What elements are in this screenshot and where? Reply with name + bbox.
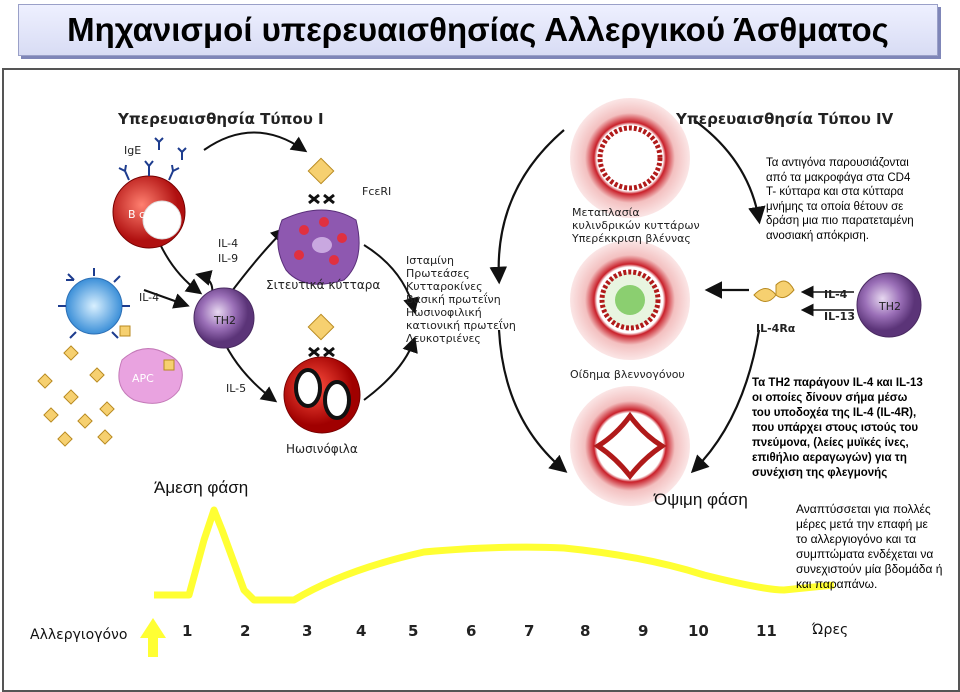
apc-label: APC	[132, 372, 154, 385]
mediators-list: Ισταμίνη Πρωτεάσες Κυτταροκίνες Βασική π…	[406, 254, 546, 345]
type1-title: Υπερευαισθησία Τύπου Ι	[118, 110, 324, 128]
allergen-arrow	[140, 618, 166, 657]
hour-tick: 8	[580, 622, 591, 640]
hour-tick: 9	[638, 622, 649, 640]
mast-cell	[277, 157, 360, 285]
hour-tick: 3	[302, 622, 313, 640]
mast-cell-label: Σιτευτικά κύτταρα	[266, 278, 381, 292]
b-cell-label: B cell	[128, 208, 158, 221]
title-banner: Μηχανισμοί υπερευαισθησίας Αλλεργικού Άσ…	[18, 4, 938, 56]
il4-label-b: IL-4	[139, 291, 160, 304]
hour-tick: 5	[408, 622, 419, 640]
type1-arrows	[143, 131, 419, 403]
hour-tick: 10	[688, 622, 709, 640]
ige-label: IgE	[124, 144, 142, 157]
note-line: το αλλεργιογόνο και τα	[796, 532, 917, 546]
il4ra-label: IL-4Rα	[756, 322, 796, 335]
eosinophil-label: Ηωσινόφιλα	[286, 442, 358, 456]
type4-title: Υπερευαισθησία Τύπου IV	[676, 110, 894, 128]
hour-tick: 7	[524, 622, 535, 640]
macrophage	[58, 268, 130, 339]
hour-tick: 4	[356, 622, 367, 640]
note-line: από τα μακροφάγα στα CD4	[766, 171, 911, 184]
mediator: Κυτταροκίνες	[406, 280, 483, 293]
edema-label: Οίδημα βλεννογόνου	[570, 368, 685, 381]
mediator: Πρωτεάσες	[406, 267, 470, 280]
hour-tick: 2	[240, 622, 251, 640]
note-th2-signaling: Τα ΤΗ2 παράγουν IL-4 και IL-13 οι οποίες…	[752, 376, 956, 481]
late-phase-label: Όψιμη φάση	[654, 490, 748, 509]
diagram-canvas	[37, 98, 922, 657]
antigen-particles	[37, 325, 175, 447]
il4-label-a: IL-4	[218, 237, 239, 250]
th2-cell-left	[193, 287, 255, 349]
type4-arrows	[489, 119, 766, 474]
note-line: T- κύτταρα και στα κύτταρα	[766, 186, 904, 199]
note-line: επιθήλιο αεραγωγών) για τη	[752, 452, 907, 464]
il9-label: IL-9	[218, 252, 239, 265]
note-line: οι οποίες δίνουν σήμα μέσω	[752, 392, 908, 404]
mediator: Λευκοτριένες	[406, 332, 481, 345]
note-line: Αναπτύσσεται για πολλές	[796, 502, 931, 516]
allergen-label: Αλλεργιογόνο	[30, 627, 128, 643]
eosinophil	[283, 313, 361, 434]
b-cell	[112, 137, 187, 249]
note-line: Τα ΤΗ2 παράγουν IL-4 και IL-13	[752, 377, 923, 389]
note-line: συμπτώματα ενδέχεται να	[796, 547, 934, 561]
airway-section-top	[570, 98, 690, 218]
early-phase-label: Άμεση φάση	[154, 478, 249, 497]
th2-label-left: TH2	[214, 314, 236, 327]
note-line: ανοσιακή απόκριση.	[766, 229, 869, 242]
note-line: συνεχιστούν μία βδομάδα ή	[796, 562, 943, 576]
airway-section-bottom	[570, 386, 690, 506]
airway-label: Μεταπλασία	[572, 206, 640, 219]
il4-receptor-label: IL-4	[824, 288, 848, 301]
hour-tick: 1	[182, 622, 193, 640]
il5-label: IL-5	[226, 382, 247, 395]
note-line: και παραπάνω.	[796, 577, 878, 591]
airway-section-middle	[570, 240, 690, 360]
il4-receptor	[753, 280, 795, 302]
note-late-phase: Αναπτύσσεται για πολλές μέρες μετά την ε…	[796, 502, 958, 592]
mediator: κατιονική πρωτεΐνη	[406, 319, 516, 332]
airway-labels: Μεταπλασία κυλινδρικών κυττάρων Υπερέκκρ…	[572, 206, 722, 245]
note-line: μνήμης τα οποία θέτουν σε	[766, 200, 904, 213]
note-line: συνέχιση της φλεγμονής	[752, 467, 888, 479]
hours-axis-label: Ώρες	[812, 622, 849, 638]
note-line: Τα αντιγόνα παρουσιάζονται	[766, 157, 909, 169]
note-line: που υπάρχει στους ιστούς του	[752, 422, 919, 434]
note-line: πνεύμονα, (λείες μυϊκές ίνες,	[752, 437, 909, 449]
note-line: του υποδοχέα της IL-4 (IL-4R),	[752, 407, 917, 419]
note-line: δράση μια πιο παρατεταμένη	[766, 215, 914, 228]
mediator: Βασική πρωτεΐνη	[406, 293, 501, 306]
page-title: Μηχανισμοί υπερευαισθησίας Αλλεργικού Άσ…	[67, 11, 889, 48]
airway-label: Υπερέκκριση βλέννας	[572, 232, 691, 245]
response-curve	[154, 506, 835, 604]
note-antigen-presentation: Τα αντιγόνα παρουσιάζονται από τα μακροφ…	[766, 156, 956, 244]
il13-label: IL-13	[824, 310, 855, 323]
hour-tick: 6	[466, 622, 477, 640]
hour-tick: 11	[756, 622, 777, 640]
th2-cell-right	[856, 272, 922, 338]
mediator: Ισταμίνη	[406, 254, 454, 267]
receptor-arrows	[800, 285, 854, 317]
airway-label: κυλινδρικών κυττάρων	[572, 219, 700, 232]
mediator: Ηωσινοφιλική	[406, 306, 482, 319]
th2-label-right: TH2	[879, 300, 901, 313]
note-line: μέρες μετά την επαφή με	[796, 517, 928, 531]
diagram-frame: Υπερευαισθησία Τύπου Ι Υπερευαισθησία Τύ…	[2, 68, 960, 692]
fceri-label: FcεRI	[362, 185, 392, 198]
